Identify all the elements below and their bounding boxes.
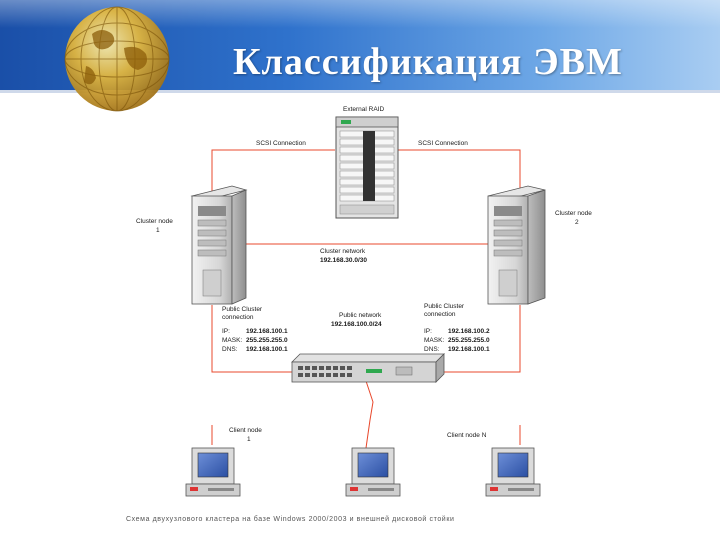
raid-label: External RAID: [343, 106, 384, 113]
svg-text:192.168.100.1: 192.168.100.1: [246, 328, 288, 335]
cluster-network-address: 192.168.30.0/30: [320, 257, 367, 264]
svg-text:255.255.255.0: 255.255.255.0: [448, 337, 490, 344]
scsi-line-right: [398, 149, 521, 193]
client-node-1-label: Client node: [229, 427, 262, 434]
cluster-node-2-number: 2: [575, 219, 579, 226]
cluster-node-1-label: Cluster node: [136, 218, 173, 225]
cluster-node-1-server: [190, 185, 248, 305]
public-line-left: [211, 305, 294, 373]
svg-text:connection: connection: [424, 311, 456, 318]
scsi-line-left: [211, 149, 335, 193]
switch-down-line: [365, 380, 374, 449]
svg-text:255.255.255.0: 255.255.255.0: [246, 337, 288, 344]
cluster-node-2-label: Cluster node: [555, 210, 592, 217]
public-connection-left: Public Cluster connection IP: 192.168.10…: [222, 306, 288, 353]
client-node-computer: [345, 447, 401, 497]
svg-text:MASK:: MASK:: [222, 337, 242, 344]
svg-text:192.168.100.1: 192.168.100.1: [246, 346, 288, 353]
client-node-1-number: 1: [247, 436, 251, 443]
svg-text:IP:: IP:: [424, 328, 432, 335]
network-switch: [291, 353, 445, 383]
svg-text:Public Cluster: Public Cluster: [424, 303, 465, 310]
client-node-1-computer: [185, 447, 241, 497]
globe-icon: [64, 6, 170, 112]
header-divider: [0, 90, 720, 93]
connection-lines: [211, 149, 521, 449]
svg-text:Public Cluster: Public Cluster: [222, 306, 263, 313]
public-network-address: 192.168.100.0/24: [331, 321, 382, 328]
svg-text:connection: connection: [222, 314, 254, 321]
scsi-label-left: SCSI Connection: [256, 140, 306, 147]
svg-text:192.168.100.2: 192.168.100.2: [448, 328, 490, 335]
svg-text:DNS:: DNS:: [222, 346, 238, 353]
public-line-right: [440, 305, 521, 373]
public-connection-right: Public Cluster connection IP: 192.168.10…: [424, 303, 490, 353]
cluster-node-1-number: 1: [156, 227, 160, 234]
cluster-node-2-server: [487, 185, 546, 305]
scsi-label-right: SCSI Connection: [418, 140, 468, 147]
svg-text:192.168.100.1: 192.168.100.1: [448, 346, 490, 353]
svg-text:MASK:: MASK:: [424, 337, 444, 344]
client-node-n-label: Client node N: [447, 432, 487, 439]
cluster-network-label: Cluster network: [320, 248, 366, 255]
public-network-label: Public network: [339, 312, 382, 319]
svg-text:DNS:: DNS:: [424, 346, 440, 353]
slide-title: Классификация ЭВМ: [233, 41, 623, 83]
diagram-caption: Схема двухузлового кластера на базе Wind…: [126, 516, 455, 523]
external-raid: [335, 116, 399, 219]
svg-text:IP:: IP:: [222, 328, 230, 335]
client-node-n-computer: [485, 447, 541, 497]
